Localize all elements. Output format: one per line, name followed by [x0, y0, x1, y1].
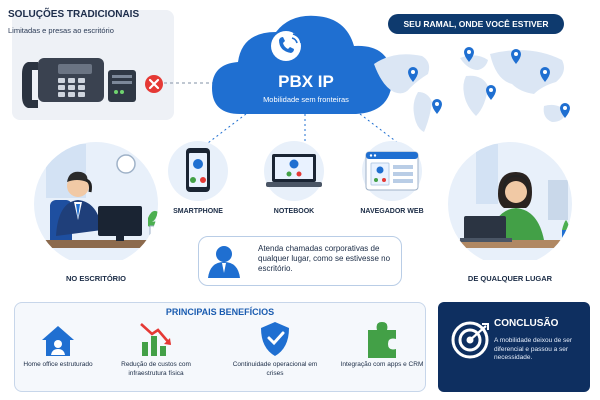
- remote-scene: [448, 142, 572, 260]
- traditional-title: SOLUÇÕES TRADICIONAIS: [8, 9, 140, 20]
- benefit-label-continuity: Continuidade operacional em crises: [232, 361, 318, 377]
- benefits-title: PRINCIPAIS BENEFÍCIOS: [165, 307, 275, 317]
- puzzle-icon: [368, 322, 396, 358]
- desk-phone-illustration: [22, 58, 136, 108]
- device-label-smartphone: SMARTPHONE: [173, 208, 223, 215]
- office-scene: [34, 142, 158, 260]
- message-text: Atenda chamadas corporativas de qualquer…: [258, 244, 391, 273]
- conclusion-title: CONCLUSÃO: [494, 318, 559, 329]
- device-label-browser: NAVEGADOR WEB: [360, 208, 424, 215]
- pbx-cloud: [212, 15, 393, 114]
- phone-wifi-icon: [271, 31, 302, 61]
- office-label: NO ESCRITÓRIO: [65, 274, 126, 283]
- cost-reduction-icon: [140, 323, 171, 356]
- map-pins: [408, 47, 570, 118]
- shield-check-icon: [261, 322, 289, 356]
- cloud-title: PBX IP: [278, 72, 334, 91]
- home-office-icon: [42, 326, 74, 356]
- map-title: SEU RAMAL, ONDE VOCÊ ESTIVER: [388, 14, 564, 34]
- remote-label: DE QUALQUER LUGAR: [467, 274, 553, 283]
- traditional-subtitle: Limitadas e presas ao escritório: [8, 26, 114, 35]
- cloud-subtitle: Mobilidade sem fronteiras: [263, 95, 349, 104]
- benefit-label-integration: Integração com apps e CRM: [340, 361, 424, 368]
- browser-icon: [362, 141, 422, 201]
- smartphone-icon: [168, 141, 228, 201]
- blocked-x-icon: [145, 75, 163, 93]
- device-label-notebook: NOTEBOOK: [273, 208, 315, 215]
- conclusion-text: A mobilidade deixou de ser diferencial e…: [494, 337, 573, 361]
- benefits-panel: [14, 302, 426, 392]
- benefit-label-home-office: Home office estruturado: [23, 361, 93, 368]
- agent-icon: [208, 246, 240, 278]
- notebook-icon: [264, 141, 324, 201]
- target-icon: [451, 321, 489, 359]
- cloud-device-connectors: [203, 113, 403, 147]
- world-map: [374, 50, 566, 132]
- benefit-label-cost: Redução de custos com infraestrutura fís…: [121, 361, 191, 377]
